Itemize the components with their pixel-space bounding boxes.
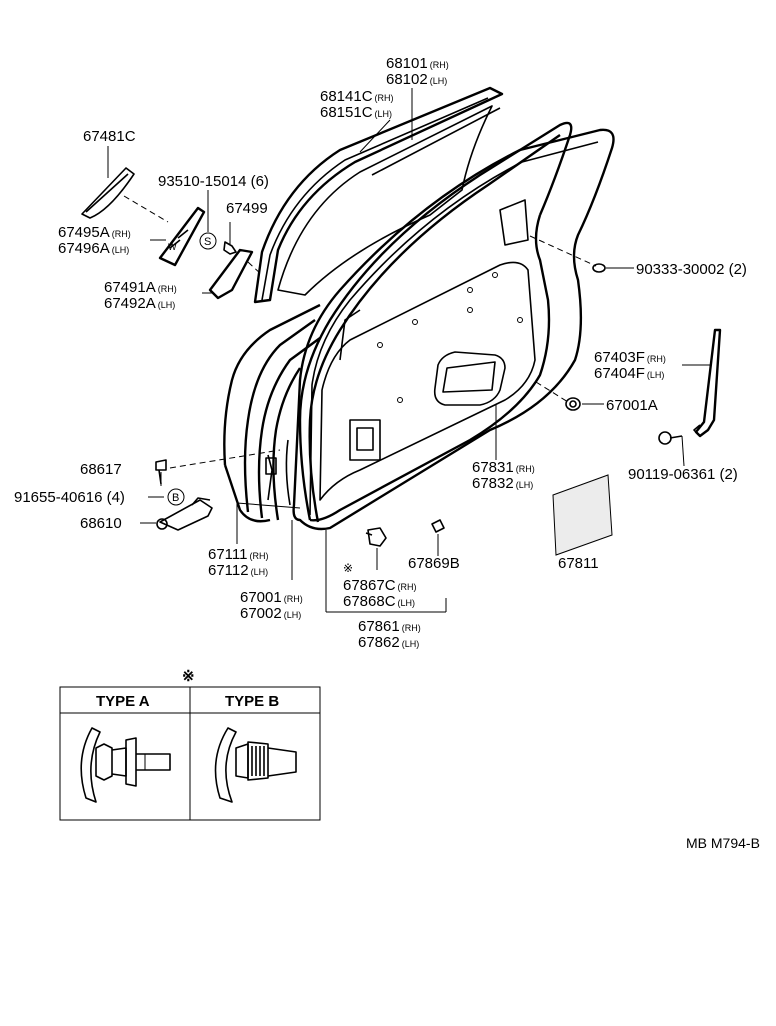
label-67867C: 67867C(RH) <box>343 577 417 594</box>
label-90119: 90119-06361 (2) <box>628 466 738 483</box>
label-67001A: 67001A <box>606 397 658 414</box>
svg-text:S: S <box>204 236 211 248</box>
door-frame-seal-drawing <box>292 128 615 531</box>
label-67404F: 67404F(LH) <box>594 365 664 382</box>
label-91655: 91655-40616 (4) <box>14 489 125 506</box>
label-67111: 67111(RH) <box>208 546 269 563</box>
inner-door-panel-drawing <box>319 199 536 501</box>
screw-67499-drawing <box>223 241 237 255</box>
door-glass-drawing <box>277 105 501 296</box>
label-67811: 67811 <box>558 555 599 572</box>
leader-lines <box>107 88 712 613</box>
division-bar-drawing <box>693 328 722 438</box>
plug-90333-drawing <box>592 263 606 273</box>
label-67832: 67832(LH) <box>472 475 533 492</box>
type-table: ※ TYPE A TYPE B <box>59 668 321 821</box>
label-67831: 67831(RH) <box>472 459 535 476</box>
hinge-68610-drawing <box>156 497 213 531</box>
label-67861: 67861(RH) <box>358 618 421 635</box>
label-67002: 67002(LH) <box>240 605 301 622</box>
corner-cover-drawing <box>81 167 135 219</box>
label-67112: 67112(LH) <box>208 562 268 579</box>
circle-s-symbol: S <box>199 232 217 250</box>
label-67403F: 67403F(RH) <box>594 349 666 366</box>
label-67001: 67001(RH) <box>240 589 303 606</box>
label-67491A: 67491A(RH) <box>104 279 177 296</box>
label-67868C: 67868C(LH) <box>343 593 415 610</box>
label-67492A: 67492A(LH) <box>104 295 175 312</box>
label-68141C: 68141C(RH) <box>320 88 394 105</box>
label-67869B: 67869B <box>408 555 460 572</box>
label-68101: 68101(RH) <box>386 55 449 72</box>
note-mark-table: ※ <box>182 668 195 685</box>
type-a-header: TYPE A <box>96 693 150 710</box>
label-93510: 93510-15014 (6) <box>158 173 269 190</box>
label-68151C: 68151C(LH) <box>320 104 392 121</box>
label-67495A: 67495A(RH) <box>58 224 131 241</box>
label-67481C: 67481C <box>83 128 136 145</box>
label-67499: 67499 <box>226 200 268 217</box>
stopper-67001A-drawing <box>565 397 581 411</box>
svg-text:W: W <box>168 242 177 252</box>
svg-text:B: B <box>172 492 179 504</box>
label-90333: 90333-30002 (2) <box>636 261 747 278</box>
circle-b-symbol: B <box>167 488 185 506</box>
belt-moulding-drawing: W <box>158 206 206 267</box>
label-68617: 68617 <box>80 461 122 478</box>
clip-67869B-drawing <box>431 519 445 533</box>
type-a-clip-drawing <box>80 727 171 803</box>
bolt-90119-drawing <box>658 431 683 445</box>
corner-piece-drawing <box>208 248 254 300</box>
part-labels: 68101(RH) 68102(LH) 68141C(RH) 68151C(LH… <box>14 55 747 651</box>
reference-code: MB M794-B <box>686 835 760 851</box>
label-68610: 68610 <box>80 515 122 532</box>
note-mark-top: ※ <box>343 561 353 575</box>
label-67496A: 67496A(LH) <box>58 240 129 257</box>
outer-door-shell-drawing <box>223 303 321 523</box>
clip-67867C-drawing <box>365 527 387 547</box>
type-b-clip-drawing <box>214 727 297 803</box>
glass-run-channel-drawing <box>253 86 504 304</box>
label-68102: 68102(LH) <box>386 71 447 88</box>
label-67862: 67862(LH) <box>358 634 419 651</box>
service-hole-cover-drawing <box>552 474 613 556</box>
type-b-header: TYPE B <box>225 693 279 710</box>
